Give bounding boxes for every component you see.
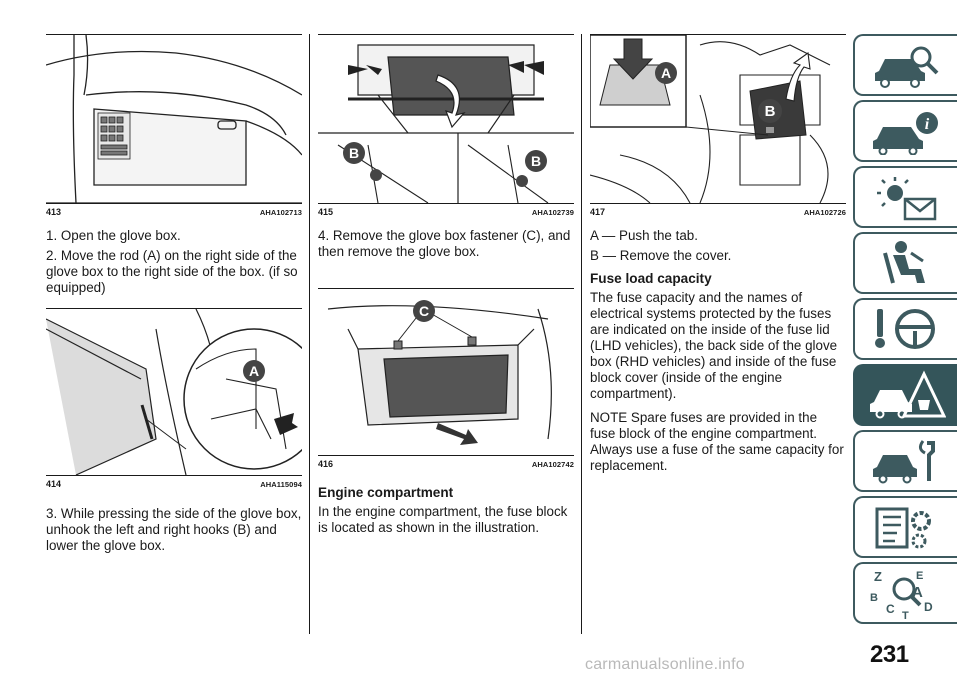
- fuse-panel-icon: [97, 112, 131, 160]
- figure-414: A: [46, 308, 302, 476]
- index-search-icon: Z E A B C T D: [870, 569, 933, 621]
- car-maintenance-icon: [873, 440, 935, 484]
- figure-number: 417: [590, 207, 606, 217]
- column-divider-1: [309, 34, 310, 634]
- figure-415-caption: 415 AHA102739: [318, 204, 574, 222]
- svg-text:E: E: [916, 570, 923, 582]
- seat-airbag-icon: [883, 241, 925, 284]
- callout-b-right: [525, 150, 547, 172]
- tab-car-search[interactable]: [853, 34, 957, 96]
- tab-seat-airbag[interactable]: [853, 232, 957, 294]
- curved-arrow-icon: [435, 74, 466, 129]
- tab-technical-data[interactable]: [853, 496, 957, 558]
- section-heading-fuse-load-capacity: Fuse load capacity: [590, 271, 712, 286]
- svg-text:A: A: [249, 363, 259, 379]
- warning-lights-icon: [877, 177, 937, 221]
- section-heading-engine-compartment: Engine compartment: [318, 485, 454, 500]
- callout-a: [655, 62, 677, 84]
- figure-number: 414: [46, 479, 62, 489]
- steering-key-icon: [875, 309, 935, 349]
- watermark: carmanualsonline.info: [585, 656, 745, 673]
- figure-417: B A: [590, 34, 846, 204]
- tab-car-maintenance[interactable]: [853, 430, 957, 492]
- fuse-capacity-text: The fuse capacity and the names of elect…: [590, 290, 838, 401]
- callout-b-left: [343, 142, 365, 164]
- tab-warning-lights[interactable]: [853, 166, 957, 228]
- tab-car-emergency[interactable]: [853, 364, 957, 426]
- callout-a: [243, 360, 265, 382]
- engine-compartment-text: In the engine compartment, the fuse bloc…: [318, 504, 568, 535]
- page-number: 231: [870, 641, 909, 668]
- engine-fuse-block-illustration: B A: [590, 35, 831, 203]
- figure-413-caption: 413 AHA102713: [46, 204, 302, 222]
- svg-text:T: T: [902, 610, 909, 621]
- figure-code: AHA102739: [531, 208, 574, 217]
- step-1: 1. Open the glove box.: [46, 228, 181, 243]
- step-4: 4. Remove the glove box fastener (C), an…: [318, 228, 571, 259]
- detail-zoom-circle: [183, 328, 302, 470]
- step-3: 3. While pressing the side of the glove …: [46, 506, 302, 553]
- car-emergency-icon: [870, 370, 946, 419]
- figure-417-caption: 417 AHA102726: [590, 204, 846, 222]
- car-search-icon: [875, 46, 939, 88]
- arrow-icon: [436, 423, 478, 445]
- svg-text:B: B: [765, 103, 776, 120]
- column-3: B A 417 AHA102726 A — Push the tab. B — …: [590, 34, 846, 474]
- arrow-icon: [274, 413, 298, 435]
- arrow-icon: [348, 65, 382, 75]
- svg-text:B: B: [870, 592, 878, 604]
- svg-text:C: C: [886, 602, 895, 616]
- svg-text:Z: Z: [874, 569, 882, 584]
- step-2: 2. Move the rod (A) on the right side of…: [46, 248, 298, 295]
- technical-data-icon: [875, 507, 931, 549]
- svg-text:D: D: [924, 600, 933, 614]
- item-b: B — Remove the cover.: [590, 248, 732, 263]
- dashboard-side-illustration: [46, 35, 302, 203]
- figure-416: C: [318, 288, 574, 456]
- curved-arrow-icon: [785, 52, 811, 102]
- tab-index[interactable]: Z E A B C T D: [853, 562, 957, 624]
- glove-box-fastener-illustration: C: [327, 300, 552, 445]
- car-info-icon: i: [873, 112, 938, 155]
- svg-text:C: C: [419, 303, 429, 319]
- figure-416-caption: 416 AHA102742: [318, 456, 574, 474]
- figure-415: B B: [318, 34, 574, 204]
- svg-text:B: B: [531, 153, 541, 169]
- figure-code: AHA102742: [531, 460, 574, 469]
- column-1: 413 AHA102713 1. Open the glove box. 2. …: [46, 34, 302, 554]
- column-2: B B 415 AHA102739 4. Remove the glove bo…: [318, 34, 574, 536]
- figure-number: 415: [318, 207, 334, 217]
- glove-box-hooks-illustration: B B: [318, 44, 574, 203]
- figure-code: AHA102726: [803, 208, 846, 217]
- figure-code: AHA102713: [259, 208, 302, 217]
- figure-number: 416: [318, 459, 334, 469]
- svg-text:B: B: [349, 145, 359, 161]
- svg-text:i: i: [925, 116, 930, 133]
- arrow-down-icon: [612, 38, 654, 80]
- figure-code: AHA115094: [260, 480, 302, 489]
- callout-c: [413, 300, 435, 322]
- callout-b: [758, 99, 782, 123]
- item-a: A — Push the tab.: [590, 228, 698, 243]
- glove-box-rod-illustration: A: [46, 309, 302, 475]
- note-text: NOTE Spare fuses are provided in the fus…: [590, 410, 844, 473]
- tab-car-info[interactable]: i: [853, 100, 957, 162]
- arrow-icon: [508, 61, 544, 75]
- figure-413: [46, 34, 302, 204]
- svg-text:A: A: [912, 584, 923, 601]
- svg-text:A: A: [661, 65, 671, 81]
- column-divider-2: [581, 34, 582, 634]
- tab-steering-key[interactable]: [853, 298, 957, 360]
- figure-414-caption: 414 AHA115094: [46, 476, 302, 494]
- figure-number: 413: [46, 207, 62, 217]
